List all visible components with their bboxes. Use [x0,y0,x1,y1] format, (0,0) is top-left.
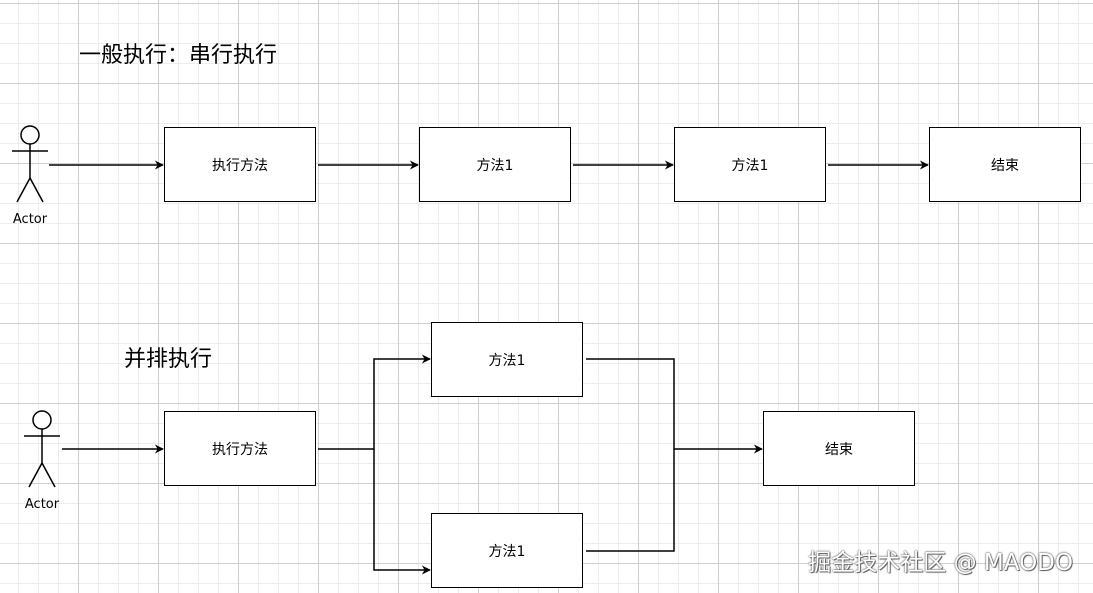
parallel-section-title: 并排执行 [124,347,213,372]
actor-serial-icon [12,125,48,203]
node-branch-bottom[interactable]: 方法1 [431,513,583,588]
node-method1[interactable]: 方法1 [419,127,571,202]
node-execute-method-label: 执行方法 [212,157,268,174]
actor-parallel-icon [24,410,60,488]
actor-parallel-label: Actor [24,497,60,512]
node-method1-second-label: 方法1 [731,157,769,174]
edge-branch-bottom-to-end [586,449,675,552]
node-execute-method-parallel-label: 执行方法 [212,441,268,458]
node-end-parallel-label: 结束 [825,441,853,458]
node-branch-top[interactable]: 方法1 [431,322,583,397]
node-method1-second[interactable]: 方法1 [674,127,826,202]
watermark: 掘金技术社区 @ MAODO [808,550,1073,576]
actor-serial-label: Actor [12,212,48,227]
serial-section-title: 一般执行：串行执行 [79,43,278,68]
node-method1-label: 方法1 [476,157,514,174]
node-end-label: 结束 [991,157,1019,174]
node-branch-bottom-label: 方法1 [488,543,526,560]
node-end[interactable]: 结束 [929,127,1081,202]
node-execute-method-parallel[interactable]: 执行方法 [164,411,316,486]
node-end-parallel[interactable]: 结束 [763,411,915,486]
node-execute-method[interactable]: 执行方法 [164,127,316,202]
edge-branch-top-to-end [586,358,763,454]
edge-execute-to-branch-bottom [373,449,431,575]
node-branch-top-label: 方法1 [488,352,526,369]
edge-execute-to-branch-top [318,354,431,450]
